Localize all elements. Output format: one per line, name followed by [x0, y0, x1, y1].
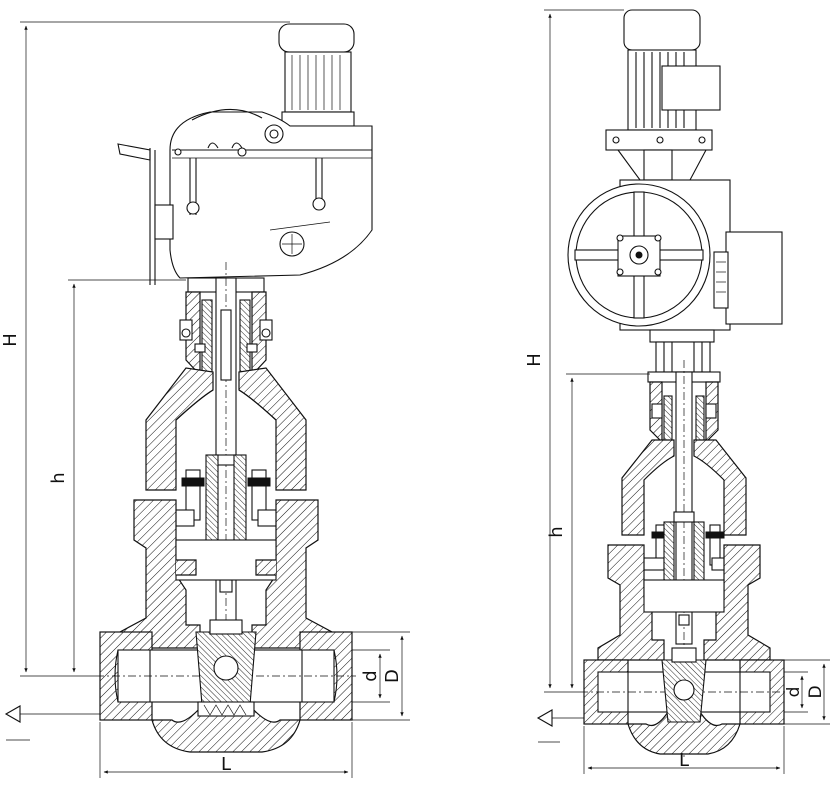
front-motor-cap — [278, 23, 355, 53]
side-wedge — [661, 647, 707, 723]
front-view: H h d D L — [0, 21, 410, 778]
front-length-label: L — [221, 754, 231, 775]
front-dimensions: H h d D L — [0, 21, 410, 778]
side-length-label: L — [679, 750, 689, 771]
front-motor-fins — [291, 55, 341, 110]
front-gland-right — [239, 299, 251, 379]
side-actuator — [567, 179, 783, 343]
front-actuator — [117, 23, 373, 285]
front-wedge — [195, 619, 257, 717]
front-motor-flange — [281, 111, 355, 127]
front-stem-height-label: h — [48, 472, 69, 483]
side-motor — [605, 9, 721, 181]
front-motor-body — [284, 51, 352, 113]
side-stem-height-label: h — [546, 526, 567, 537]
front-inner-diameter-label: d — [360, 670, 381, 681]
front-manual-lever — [117, 143, 174, 285]
front-outer-diameter-label: D — [382, 669, 403, 683]
side-inner-diameter-label: d — [784, 687, 804, 698]
side-valve-stem — [673, 360, 695, 760]
side-terminal-box — [661, 65, 721, 111]
side-dimensions: H h d D L — [524, 9, 830, 774]
side-control-box — [725, 231, 783, 325]
front-gearbox-housing — [169, 111, 373, 279]
front-valve-body — [96, 499, 356, 753]
side-outer-diameter-label: D — [806, 685, 826, 698]
front-housing-bolts — [174, 142, 326, 215]
side-datum-mark — [536, 709, 553, 727]
side-overall-height-label: H — [524, 353, 545, 367]
front-overall-height-label: H — [0, 333, 21, 347]
front-gland-left — [201, 299, 213, 379]
side-view: H h d D L — [524, 9, 830, 774]
front-datum-mark — [4, 705, 21, 723]
